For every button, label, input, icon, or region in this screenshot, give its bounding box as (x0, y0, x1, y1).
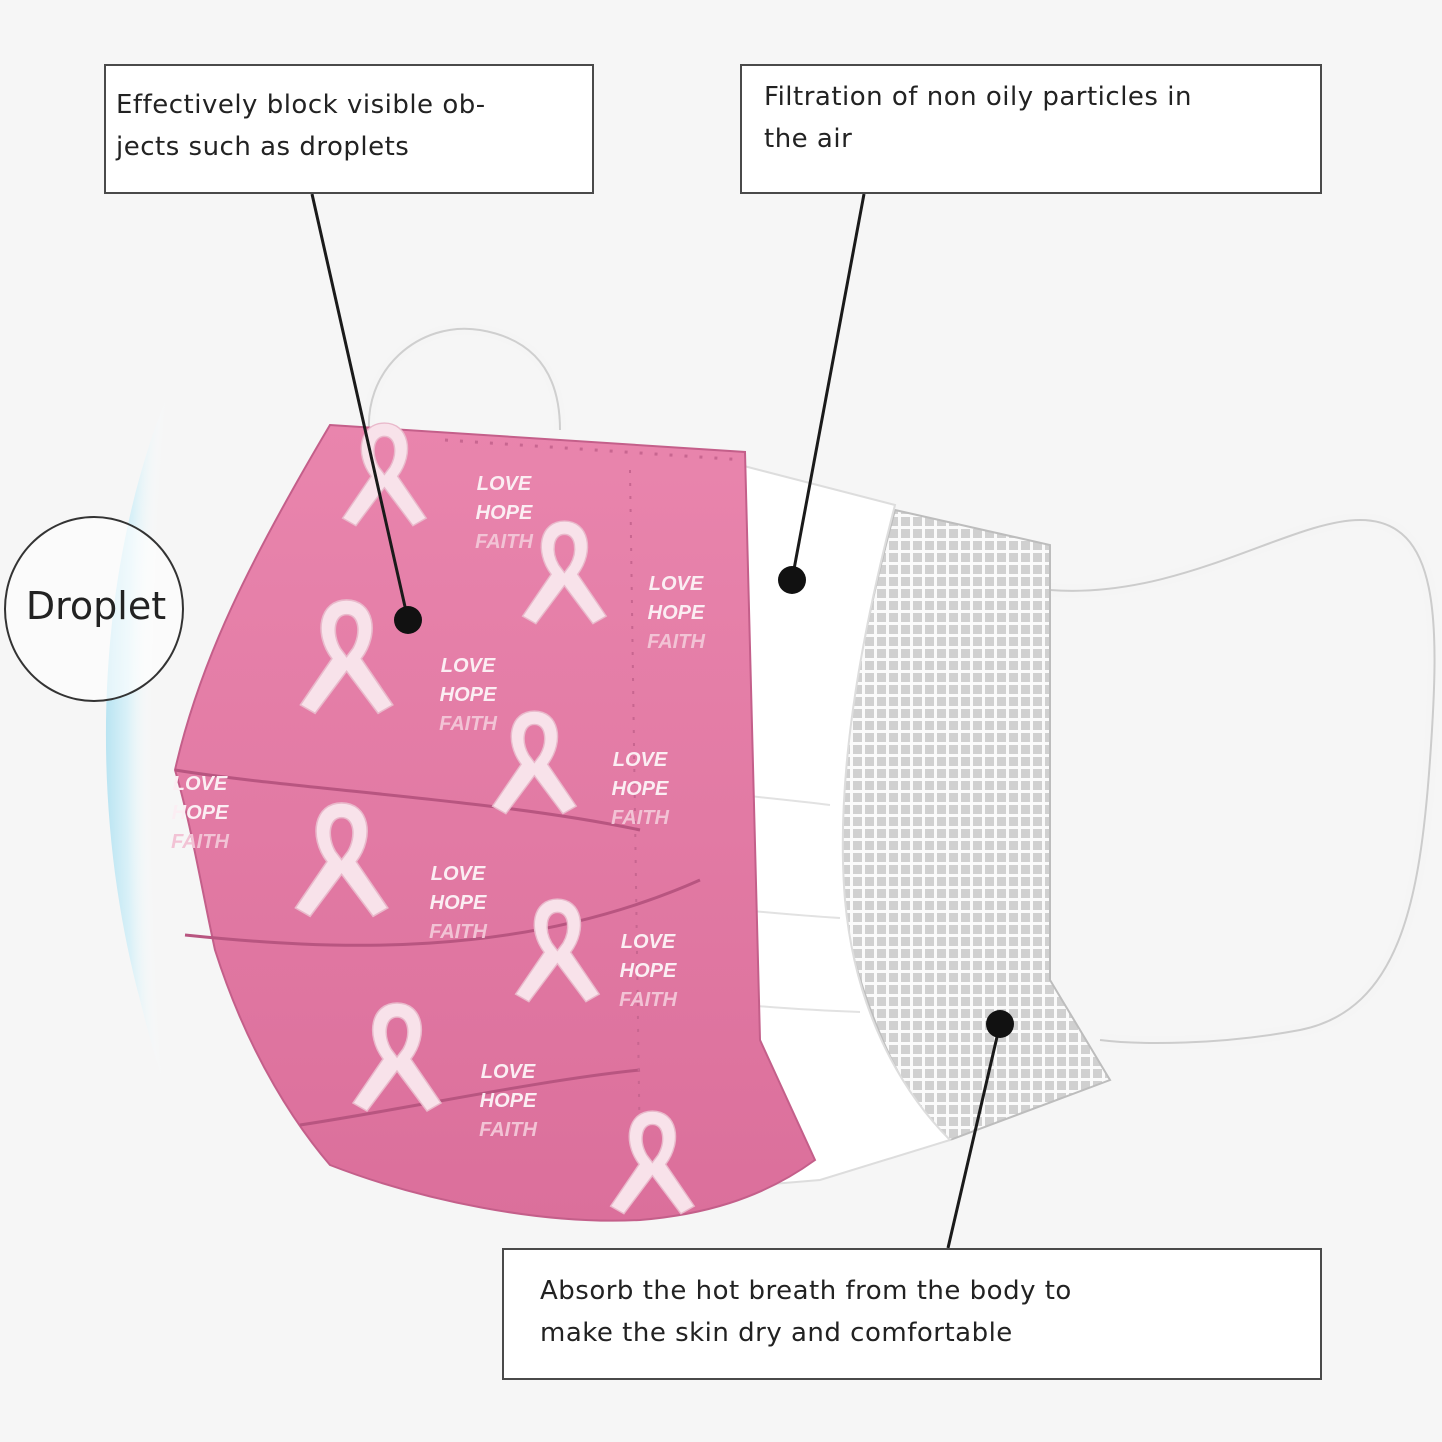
leader-line (790, 193, 866, 581)
leader-line (946, 1023, 1002, 1249)
pattern-word: FAITH (429, 921, 487, 943)
pattern-word: LOVE (441, 655, 496, 677)
pattern-word: FAITH (479, 1119, 537, 1141)
callout-line: Filtration of non oily particles in (764, 82, 1192, 112)
callout-filtration: Filtration of non oily particles in the … (740, 64, 1322, 194)
pattern-word: LOVE (621, 931, 676, 953)
pattern-word: HOPE (440, 684, 497, 706)
top-ear-loop-edge (367, 327, 561, 441)
top-ear-loop (362, 322, 566, 441)
outer-layer-pleat (184, 878, 701, 947)
droplet-label: Droplet (25, 584, 167, 628)
pattern-text-group: LOVE HOPE FAITH LOVE HOPE FAITH LOVE HOPE FAITH L… (171, 473, 705, 1141)
callout-line: jects such as droplets (116, 132, 410, 162)
outer-layer-seam (444, 438, 746, 462)
side-ear-loop (1049, 512, 1442, 1050)
pattern-word: HOPE (480, 1090, 537, 1112)
pattern-word: LOVE (173, 773, 228, 795)
leader-dot (986, 1010, 1014, 1038)
outer-layer-pleat (174, 768, 641, 832)
pattern-word: LOVE (477, 473, 532, 495)
pattern-word: FAITH (439, 713, 497, 735)
pattern-word: FAITH (611, 807, 669, 829)
callout-block-droplets: Effectively block visible ob- jects such… (104, 64, 594, 194)
pattern-word: HOPE (172, 802, 229, 824)
pattern-word: LOVE (431, 863, 486, 885)
leader-dot (778, 566, 806, 594)
side-ear-loop-edge (1049, 518, 1436, 1044)
droplet-circle (4, 516, 184, 702)
callout-line: make the skin dry and comfortable (540, 1318, 1013, 1348)
callout-line: the air (764, 124, 853, 154)
pattern-word: HOPE (648, 602, 705, 624)
outer-layer-pleat (299, 1068, 641, 1127)
leader-line (310, 193, 410, 621)
pattern-word: HOPE (612, 778, 669, 800)
pattern-word: FAITH (619, 989, 677, 1011)
pattern-word: HOPE (430, 892, 487, 914)
pattern-word: FAITH (475, 531, 533, 553)
pattern-word: FAITH (171, 831, 229, 853)
callout-absorb: Absorb the hot breath from the body to m… (502, 1248, 1322, 1380)
callout-line: Absorb the hot breath from the body to (540, 1276, 1072, 1306)
pattern-word: LOVE (481, 1061, 536, 1083)
pattern-word: FAITH (647, 631, 705, 653)
leader-dot (394, 606, 422, 634)
pattern-word: HOPE (620, 960, 677, 982)
pattern-word: LOVE (613, 749, 668, 771)
pattern-word: HOPE (476, 502, 533, 524)
pattern-word: LOVE (649, 573, 704, 595)
callout-line: Effectively block visible ob- (116, 90, 486, 120)
